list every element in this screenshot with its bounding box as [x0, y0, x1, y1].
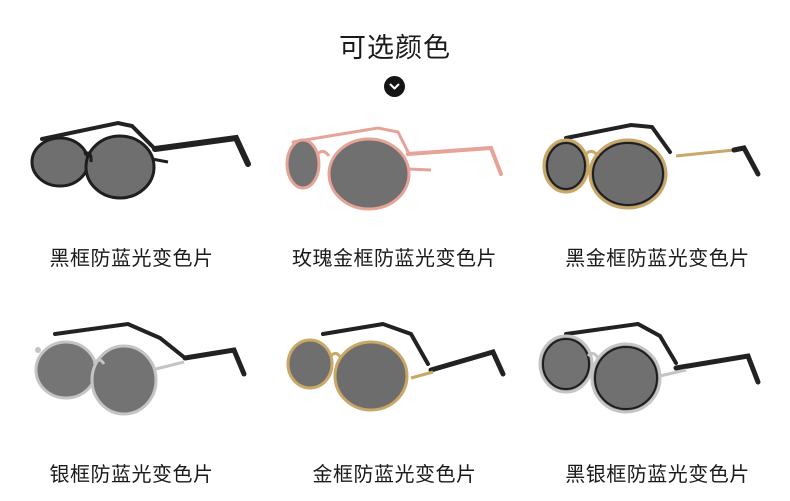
glasses-black-image	[30, 120, 251, 200]
option-label: 银框防蓝光变色片	[49, 462, 214, 486]
glasses-gold-image	[286, 321, 506, 412]
color-option-black-gold[interactable]: 黑金框防蓝光变色片	[526, 112, 789, 282]
option-label: 黑银框防蓝光变色片	[565, 462, 750, 486]
color-option-black[interactable]: 黑框防蓝光变色片	[0, 112, 263, 282]
color-option-silver[interactable]: 银框防蓝光变色片	[0, 308, 263, 486]
glasses-silver-image	[34, 321, 247, 416]
chevron-down-icon	[389, 83, 400, 90]
color-option-gold[interactable]: 金框防蓝光变色片	[263, 308, 526, 486]
scroll-down-button[interactable]	[384, 76, 405, 97]
page-title: 可选颜色	[339, 33, 451, 64]
option-label: 金框防蓝光变色片	[312, 462, 477, 486]
option-label: 黑框防蓝光变色片	[49, 246, 214, 270]
option-label: 玫瑰金框防蓝光变色片	[292, 246, 497, 270]
glasses-black-gold-image	[542, 122, 761, 210]
glasses-black-silver-image	[538, 321, 761, 414]
color-option-black-silver[interactable]: 黑银框防蓝光变色片	[526, 308, 789, 486]
glasses-rose-gold-image	[285, 126, 503, 211]
option-label: 黑金框防蓝光变色片	[565, 246, 750, 270]
color-option-rose-gold[interactable]: 玫瑰金框防蓝光变色片	[263, 112, 526, 282]
